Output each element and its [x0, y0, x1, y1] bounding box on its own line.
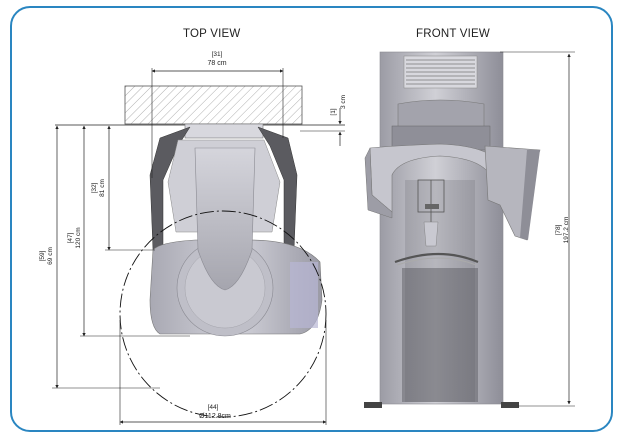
total-depth-cm: 69 cm	[47, 247, 54, 265]
diameter-inches: [44]	[208, 404, 219, 411]
front-height-inches: [78]	[555, 224, 562, 235]
arm-depth-cm: 81 cm	[99, 179, 106, 197]
top-view-title: TOP VIEW	[183, 28, 241, 40]
rotation-circle	[119, 210, 327, 418]
front-height-cm: 197.2 cm	[563, 217, 570, 244]
body-depth-inches: [47]	[67, 232, 74, 243]
arm-depth-inches: [32]	[91, 182, 98, 193]
total-depth-inches: [59]	[39, 250, 46, 261]
wall-block	[124, 85, 303, 125]
top-depth-inches: [1]	[330, 108, 337, 115]
top-width-inches: [31]	[212, 51, 223, 58]
top-depth-cm: 3 cm	[340, 95, 347, 109]
top-view-drawing: [31] 78 cm [1] 3 cm [32] 81 cm [47] 120 …	[39, 51, 347, 425]
diameter-cm: Ø112.8cm	[199, 413, 231, 420]
front-view-title: FRONT VIEW	[416, 28, 490, 40]
mounting-plate	[184, 123, 264, 139]
top-width-cm: 78 cm	[207, 60, 226, 67]
body-depth-cm: 120 cm	[75, 227, 82, 248]
front-view-drawing: [78] 197.2 cm	[364, 51, 575, 408]
